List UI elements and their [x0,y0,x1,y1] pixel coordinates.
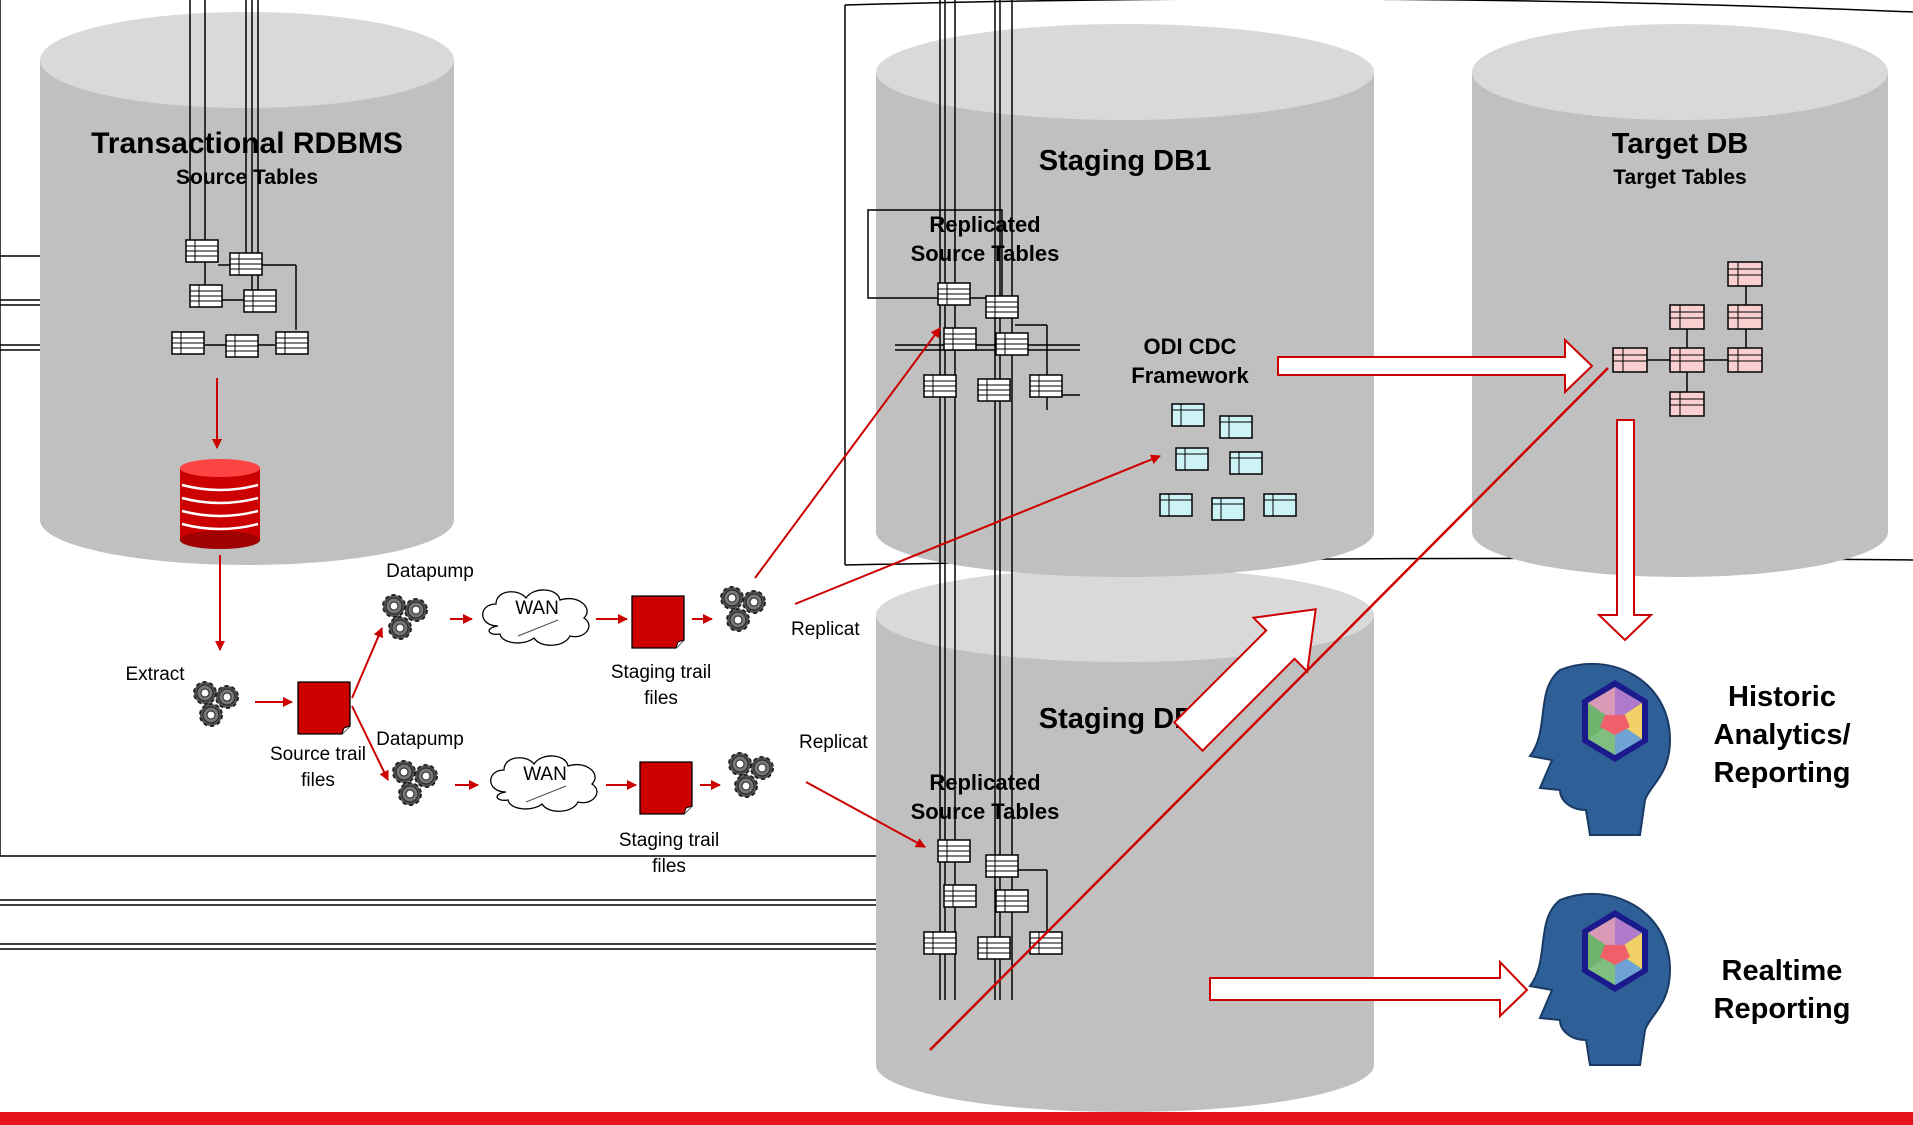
source-database-cylinder: Transactional RDBMS Source Tables [40,0,454,565]
historic-label-line1: Historic [1728,681,1836,713]
bottom-red-bar [0,1112,1913,1125]
cdc-to-target-arrow [1277,337,1594,395]
staging-db2-replicated-line1: Replicated [929,770,1040,795]
staging-db1-replicated-line1: Replicated [929,212,1040,237]
staging-trail-bottom-icon [639,761,693,815]
extract-label: Extract [125,664,185,685]
source-trail-file-icon [297,681,351,735]
staging2-to-realtime-arrow [1209,959,1529,1019]
realtime-label-line2: Reporting [1714,993,1851,1025]
source-trail-label-line2: files [301,770,335,791]
staging-trail-top-icon [631,595,685,649]
replicat-top-label: Replicat [791,619,860,640]
target-db-subtitle: Target Tables [1613,166,1746,189]
staging-trail-bottom-line2: files [652,856,686,877]
staging-trail-top-line2: files [644,688,678,709]
realtime-label-line1: Realtime [1722,955,1843,987]
target-star-schema [1612,261,1763,417]
staging-db1-replicated-line2: Source Tables [911,241,1060,266]
cdc-framework-line1: ODI CDC [1144,334,1237,359]
extract-gears-icon [194,682,238,726]
source-db-title: Transactional RDBMS [91,127,403,160]
realtime-reporting-head-icon [1529,892,1671,1066]
target-to-historic-arrow [1596,419,1654,642]
staging-db2-replicated-line2: Source Tables [911,799,1060,824]
datapump-top-label: Datapump [386,561,474,582]
datapump-bottom-gears-icon [393,761,437,805]
staging-trail-bottom-line1: Staging trail [619,830,719,851]
wan-top-label: WAN [515,598,559,619]
historic-label-line3: Reporting [1714,757,1851,789]
flow-arrows [212,327,1161,848]
source-db-subtitle: Source Tables [176,166,318,189]
replicat-bottom-label: Replicat [799,732,868,753]
wan-bottom-label: WAN [523,764,567,785]
source-trail-label-line1: Source trail [270,744,366,765]
target-db-cylinder [1472,24,1888,577]
historic-label-line2: Analytics/ [1714,719,1851,751]
replicat-bottom-gears-icon [729,753,773,797]
cdc-framework-line2: Framework [1131,363,1249,388]
redo-log-icon [180,459,260,549]
historic-analytics-head-icon [1529,662,1671,836]
replicat-top-gears-icon [721,587,765,631]
datapump-bottom-label: Datapump [376,729,464,750]
staging-db1-title: Staging DB1 [1039,145,1211,177]
diagonal-hollow-arrow-shape [1172,608,1317,753]
diagonal-red-line [929,367,1609,1051]
datapump-top-gears-icon [383,595,427,639]
target-db-title: Target DB [1612,128,1748,160]
staging-trail-top-line1: Staging trail [611,662,711,683]
